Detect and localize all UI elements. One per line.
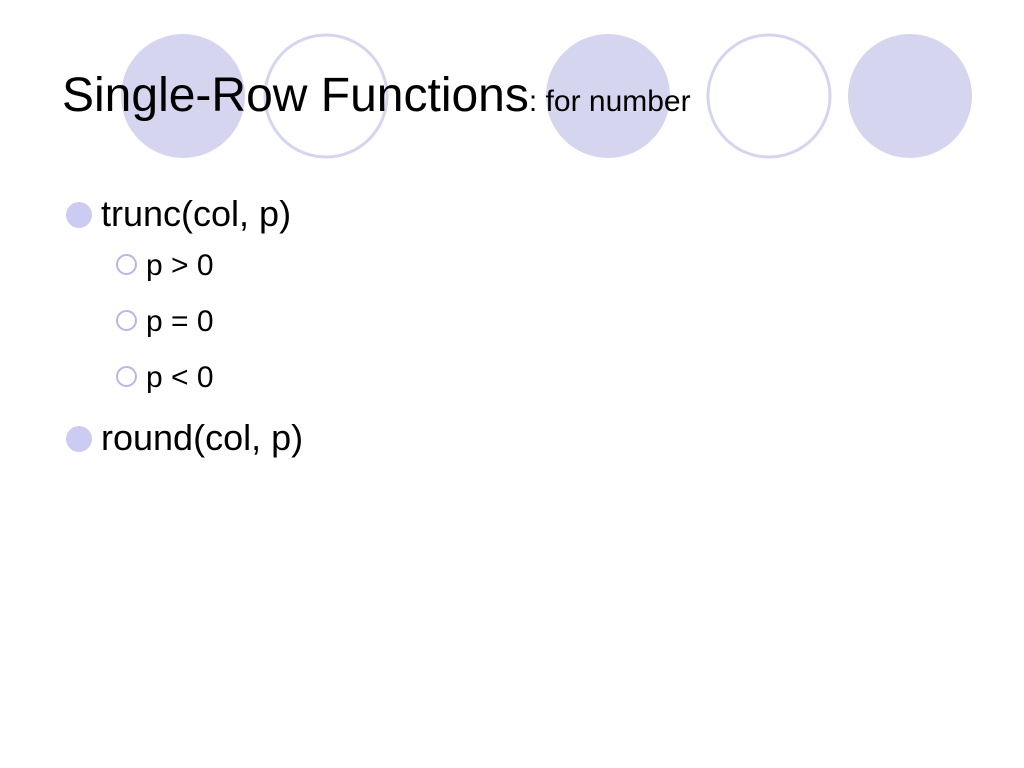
sub-bullet-item: p > 0	[116, 246, 303, 286]
page-title: Single-Row Functions: for number	[62, 64, 691, 134]
sub-bullet-text: p > 0	[146, 249, 214, 282]
sub-bullet-item: p = 0	[116, 302, 303, 342]
decorative-circles	[121, 33, 972, 159]
title-main: Single-Row Functions	[62, 69, 529, 122]
bullet-ring-icon	[116, 310, 137, 331]
bullet-text: trunc(col, p)	[101, 193, 292, 234]
bullet-ring-icon	[116, 366, 137, 387]
bullet-item: round(col, p)	[66, 414, 303, 462]
decor-circle-filled	[121, 34, 245, 158]
bullet-text: round(col, p)	[101, 417, 304, 458]
decor-circle-filled	[848, 34, 972, 158]
decor-circle-outline	[706, 33, 832, 159]
bullet-dot-icon	[66, 202, 92, 228]
title-suffix: : for number	[528, 85, 691, 118]
decor-circle-outline	[263, 33, 389, 159]
sub-bullet-text: p < 0	[146, 361, 214, 394]
bullet-ring-icon	[116, 254, 137, 275]
sub-bullet-item: p < 0	[116, 358, 303, 398]
decor-circle-filled	[546, 34, 670, 158]
sub-bullet-text: p = 0	[146, 305, 214, 338]
bullet-list: trunc(col, p) p > 0 p = 0 p < 0 round(co…	[66, 190, 303, 470]
bullet-item: trunc(col, p)	[66, 190, 303, 238]
bullet-dot-icon	[66, 426, 92, 452]
